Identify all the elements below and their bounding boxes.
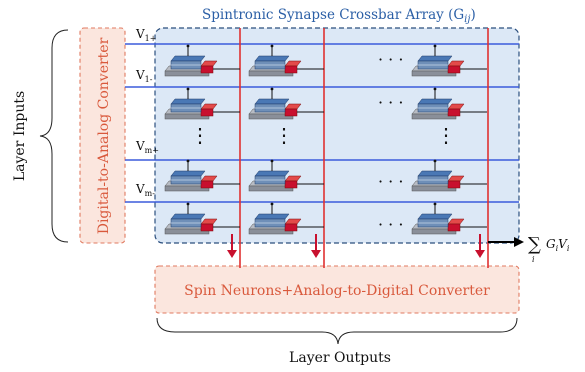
synapse-device	[411, 44, 487, 77]
sum-index: i	[532, 255, 535, 264]
synapse-device	[164, 202, 240, 235]
row-label-mplus: Vm+	[135, 139, 159, 155]
row-ellipsis-2: · · ·	[378, 93, 403, 112]
column-ellipsis-1: ⋮	[190, 123, 210, 147]
layer-outputs-label: Layer Outputs	[289, 350, 391, 366]
column-ellipsis-2: ⋮	[274, 123, 294, 147]
column-output-arrow-3	[475, 234, 485, 258]
row-label-1minus: V1-	[135, 68, 153, 84]
column-output-arrow-2	[311, 234, 321, 258]
layer-outputs-brace	[156, 317, 518, 345]
dac-label: Digital-to-Analog Converter	[96, 37, 112, 234]
synapse-device	[164, 159, 240, 192]
row-ellipsis-1: · · ·	[378, 50, 403, 69]
neuron-adc-label: Spin Neurons+Analog-to-Digital Converter	[184, 283, 490, 299]
crossbar-title: Spintronic Synapse Crossbar Array (Gij)	[202, 7, 476, 25]
synapse-device	[248, 44, 324, 77]
synapse-device	[248, 159, 324, 192]
sum-term: GiVi	[546, 237, 570, 253]
synapse-device	[411, 87, 487, 120]
neuron-adc-box	[154, 265, 520, 314]
sum-output-arrow	[488, 237, 524, 247]
synapse-device-grid	[164, 44, 487, 235]
synapse-device	[248, 202, 324, 235]
synapse-device	[164, 44, 240, 77]
dac-box	[79, 27, 126, 244]
row-ellipsis-3: · · ·	[378, 172, 403, 191]
row-ellipsis-4: · · ·	[378, 215, 403, 234]
row-label-1plus: V1+	[135, 27, 156, 43]
synapse-device	[411, 202, 487, 235]
row-label-mminus: Vm-	[135, 182, 155, 198]
sum-sigma: ∑	[528, 234, 541, 255]
layer-inputs-brace	[39, 29, 69, 243]
column-output-arrow-1	[227, 234, 237, 258]
synapse-device	[164, 87, 240, 120]
column-ellipsis-3: ⋮	[436, 123, 456, 147]
layer-inputs-label: Layer Inputs	[12, 91, 28, 181]
synapse-device	[248, 87, 324, 120]
synapse-device	[411, 159, 487, 192]
sum-expression: ∑ i GiVi	[528, 234, 570, 264]
